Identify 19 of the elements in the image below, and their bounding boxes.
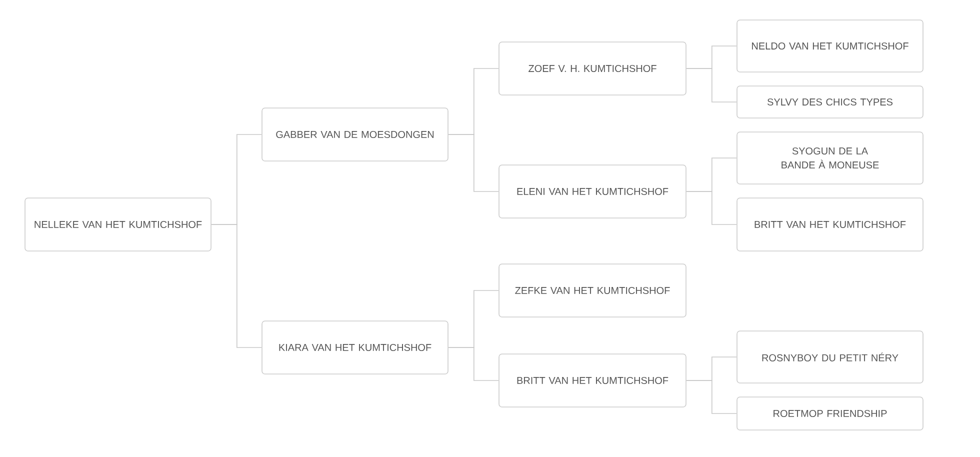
connector-line: [448, 134, 499, 192]
name-box: SYOGUN DE LA BANDE À MONEUSE: [736, 132, 924, 184]
name-box: ROETMOP FRIENDSHIP: [736, 396, 924, 430]
connector-line: [686, 191, 737, 225]
name-box: NELDO VAN HET KUMTICHSHOF: [736, 20, 924, 72]
connector-line: [211, 224, 262, 348]
connector-line: [686, 380, 737, 414]
connector-line: [448, 347, 499, 381]
name-box: SYLVY DES CHICS TYPES: [736, 86, 924, 118]
name-box: ELENI VAN HET KUMTICHSHOF: [498, 164, 686, 218]
name-box: ZOEF V. H. KUMTICHSHOF: [498, 42, 686, 96]
name-box: GABBER VAN DE MOESDONGEN: [262, 108, 448, 162]
name-box: BRITT VAN HET KUMTICHSHOF: [736, 198, 924, 252]
name-box: BRITT VAN HET KUMTICHSHOF: [498, 354, 686, 408]
name-box: NELLEKE VAN HET KUMTICHSHOF: [24, 198, 212, 252]
name-box: KIARA VAN HET KUMTICHSHOF: [262, 320, 448, 374]
name-box: ROSNYBOY DU PETIT NÉRY: [736, 330, 924, 384]
name-box: ZEFKE VAN HET KUMTICHSHOF: [498, 264, 686, 318]
connector-line: [686, 68, 737, 102]
